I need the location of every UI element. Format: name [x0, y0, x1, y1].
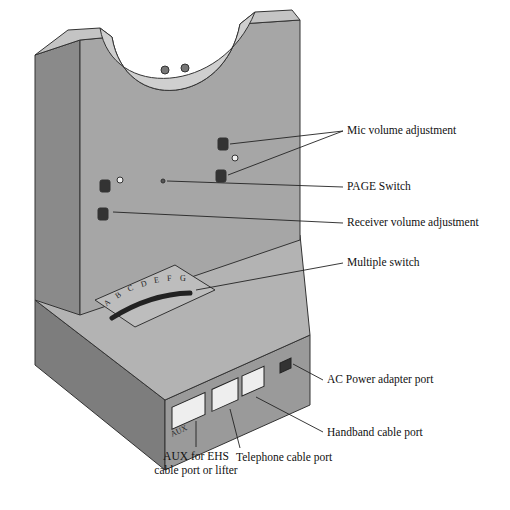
- leader-line: [113, 212, 343, 223]
- screw: [181, 64, 189, 72]
- mic-volume-switch: [218, 138, 228, 150]
- page-switch: [161, 179, 165, 183]
- aux-port: [172, 393, 205, 430]
- leader-line: [230, 409, 240, 448]
- dial-letter: E: [153, 275, 159, 285]
- power-port: [280, 358, 291, 373]
- leader-line: [228, 131, 343, 175]
- panel-front-face: [80, 20, 300, 315]
- receiver-volume-switch: [98, 208, 108, 220]
- leader-line: [167, 181, 343, 187]
- dial-letter: G: [180, 274, 186, 284]
- panel-side-face: [35, 40, 80, 315]
- mic-icon: [232, 155, 238, 161]
- callout-label: AC Power adapter port: [327, 373, 433, 387]
- callout-label: Mic volume adjustment: [347, 124, 456, 138]
- callout-label: Handband cable port: [327, 426, 423, 440]
- leader-line: [256, 397, 323, 432]
- callout-label: Receiver volume adjustment: [347, 216, 479, 230]
- screw: [161, 66, 169, 74]
- port-marking: AUX: [169, 423, 189, 439]
- leader-line: [196, 263, 343, 290]
- leader-line: [293, 364, 323, 380]
- telephone-port: [212, 378, 238, 412]
- indicator-light: [117, 177, 123, 183]
- callout-label: PAGE Switch: [347, 180, 411, 194]
- mic-volume-switch: [216, 170, 226, 182]
- dial-letter: D: [140, 279, 148, 290]
- dial-letter: A: [102, 297, 113, 308]
- multiple-switch-dial: [112, 293, 190, 318]
- callout-label: AUX for EHS cable port or lifter: [152, 450, 240, 478]
- callout-label: Multiple switch: [347, 256, 420, 270]
- cradle-surface: [100, 12, 255, 90]
- dial-letter: F: [167, 274, 172, 284]
- dial-letter: B: [113, 290, 123, 301]
- handband-port: [242, 366, 264, 396]
- leader-line: [196, 421, 197, 447]
- dial-panel: [95, 265, 215, 327]
- receiver-volume-switch: [100, 180, 110, 192]
- dial-letter: C: [126, 283, 135, 294]
- callout-label: Telephone cable port: [236, 451, 332, 465]
